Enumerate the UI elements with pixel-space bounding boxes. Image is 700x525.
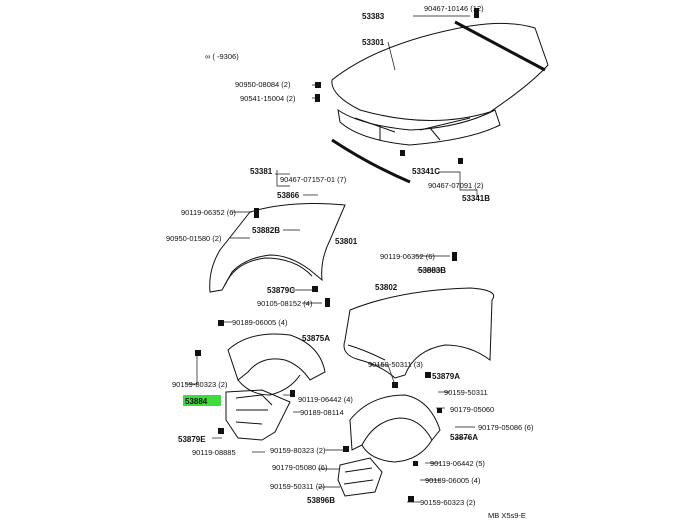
label-90119-06352-left: 90119-06352 (6) [181, 208, 236, 217]
label-53341B: 53341B [462, 194, 490, 203]
screw-icon [290, 390, 295, 397]
clip-icon [315, 82, 321, 88]
bolt-icon [452, 252, 457, 261]
label-90179-05086: 90179-05086 (6) [478, 423, 534, 432]
clip-icon [195, 350, 201, 356]
nut-icon [458, 158, 463, 164]
clip-icon [392, 382, 398, 388]
label-53884: 53884 [185, 397, 208, 406]
label-90467-07157: 90467-07157-01 (7) [280, 175, 347, 184]
clip-icon [343, 446, 349, 452]
label-90159-80323-right: 90159-80323 (2) [270, 446, 326, 455]
shield-53896B [337, 457, 383, 497]
label-53802: 53802 [375, 283, 398, 292]
fender-right-53802 [343, 287, 495, 379]
label-53381: 53381 [250, 167, 273, 176]
label-53801: 53801 [335, 237, 358, 246]
footer-code: MB X5s9-E [488, 511, 526, 520]
label-90179-05060: 90179-05060 [450, 405, 494, 414]
label-90950-08084: 90950-08084 (2) [235, 80, 291, 89]
bolt-icon [254, 208, 259, 218]
label-53866: 53866 [277, 191, 300, 200]
label-90159-50311-mid: 90159-50311 [444, 388, 488, 397]
label-53383: 53383 [362, 12, 385, 21]
label-53879E: 53879E [178, 435, 206, 444]
bolt-icon [474, 8, 479, 18]
label-53882B: 53882B [252, 226, 280, 235]
label-90189-06005-right: 90189-06005 (4) [425, 476, 481, 485]
label-90159-50311-top: 90159-50311 (3) [368, 360, 423, 369]
label-90105-08152: 90105-08152 (4) [257, 299, 313, 308]
clip-icon [437, 408, 442, 413]
label-53879C: 53879C [267, 286, 295, 295]
nut-icon [312, 286, 318, 292]
clip-icon [408, 496, 414, 502]
label-90179-05080: 90179-05080 (6) [272, 463, 328, 472]
clip-icon [425, 372, 431, 378]
liner-right-53876A [349, 394, 441, 451]
label-90189-06005-left: 90189-06005 (4) [232, 318, 288, 327]
label-90119-06352-right: 90119-06352 (6) [380, 252, 435, 261]
label-90541-15004: 90541-15004 (2) [240, 94, 296, 103]
seal-53381 [331, 138, 411, 184]
label-53875A: 53875A [302, 334, 330, 343]
clip-icon [413, 461, 418, 466]
fender-left-53801 [209, 203, 346, 293]
label-53341C: 53341C [412, 167, 440, 176]
highlight-53884 [183, 395, 221, 406]
liner-left-53875A [227, 333, 326, 381]
label-53883B: 53883B [418, 266, 446, 275]
clip-icon [218, 320, 224, 326]
label-90189-08114: 90189-08114 [300, 408, 344, 417]
label-53896B: 53896B [307, 496, 335, 505]
label-90119-06442-right: 90119-06442 (5) [430, 459, 485, 468]
label-90467-07091: 90467-07091 (2) [428, 181, 484, 190]
splash-53884 [225, 389, 291, 441]
label-90119-06442-left: 90119-06442 (4) [298, 395, 353, 404]
label-90950-01580: 90950-01580 (2) [166, 234, 222, 243]
clip-icon [218, 428, 224, 434]
label-90119-08885: 90119-08885 [192, 448, 236, 457]
label-90159-50311-bottom: 90159-50311 (2) [270, 482, 325, 491]
label-90159-60323: 90159-60323 (2) [420, 498, 476, 507]
label-53879A: 53879A [432, 372, 460, 381]
label-53301: 53301 [362, 38, 385, 47]
label-53876A: 53876A [450, 433, 478, 442]
bumper-icon [315, 94, 320, 102]
label-90467-10146: 90467-10146 (12) [424, 4, 484, 13]
range-note: ∞ ( -9306) [205, 52, 239, 61]
bolt-icon [325, 298, 330, 307]
hood-53301 [331, 22, 549, 121]
label-90159-80323-left: 90159-80323 (2) [172, 380, 228, 389]
nut-icon [400, 150, 405, 156]
